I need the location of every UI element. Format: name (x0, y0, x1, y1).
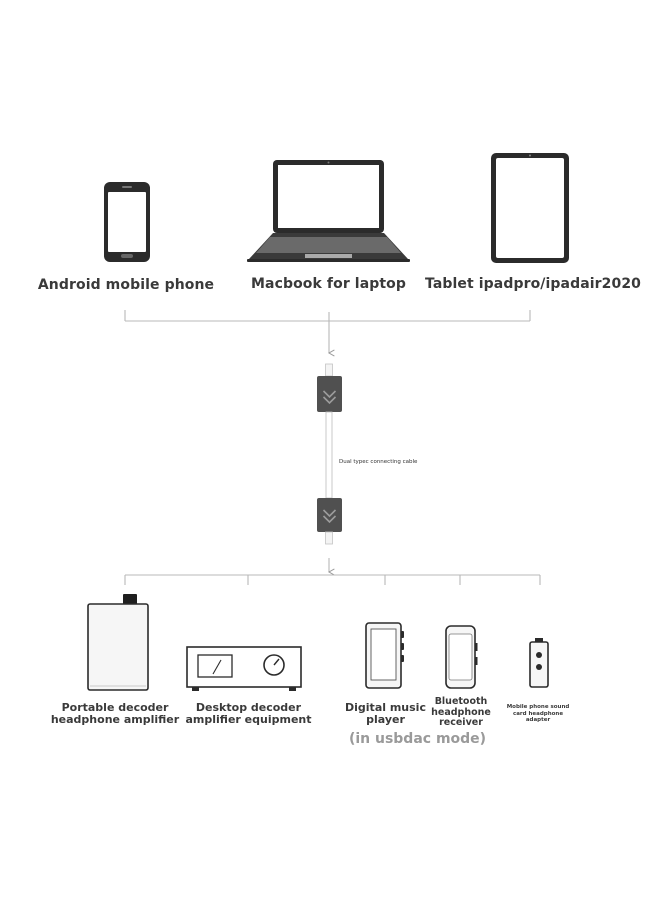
cable-label: Dual typec connecting cable (339, 459, 418, 465)
music-player-icon (365, 622, 404, 689)
desktop-amp-label: Desktop decoder amplifier equipment (185, 701, 312, 726)
source-connector-lines (124, 310, 531, 322)
bluetooth-receiver-icon (445, 625, 478, 689)
usb-c-cable (317, 363, 342, 545)
usbdac-mode-note: (in usbdac mode) (348, 731, 487, 747)
tablet-icon (491, 153, 569, 263)
laptop-label: Macbook for laptop (250, 276, 406, 292)
music-player-label: Digital music player (345, 701, 426, 726)
headphone-adapter-label: Mobile phone sound card headphone adapte… (506, 704, 570, 723)
portable-amp-label: Portable decoder headphone amplifier (50, 701, 180, 726)
headphone-adapter-icon (529, 638, 549, 688)
laptop-icon (247, 160, 410, 262)
target-connector-lines (124, 574, 541, 585)
android-phone-label: Android mobile phone (37, 277, 215, 293)
android-phone-icon (104, 182, 150, 262)
portable-amp-icon (87, 594, 149, 691)
tablet-label: Tablet ipadpro/ipadair2020 (424, 276, 642, 292)
bluetooth-receiver-label: Bluetooth headphone receiver (431, 696, 491, 728)
desktop-amp-icon (186, 646, 302, 691)
